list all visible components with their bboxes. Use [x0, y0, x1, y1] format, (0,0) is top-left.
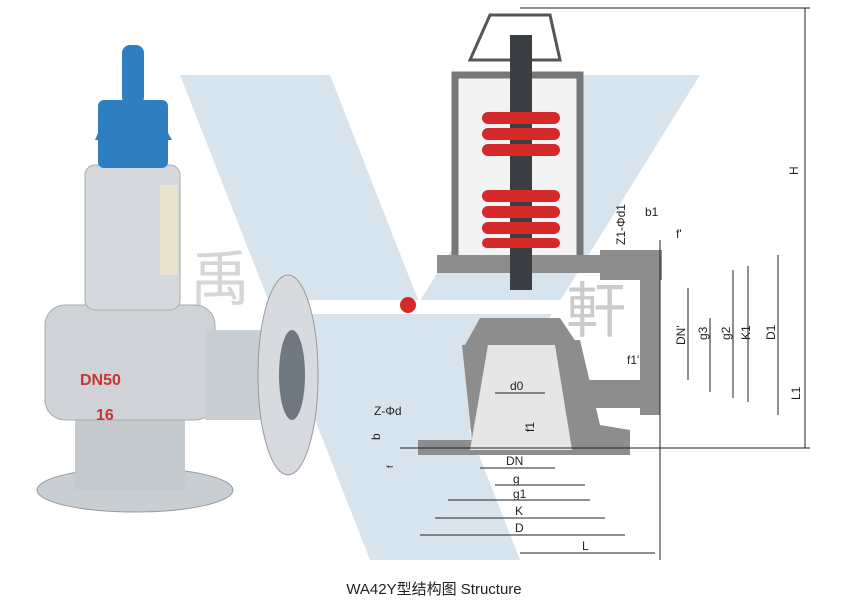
dim-Z1-d1: Z1-Φd1 [614, 204, 628, 245]
dim-DN-prime: DN' [674, 325, 688, 345]
dim-f1: f1 [523, 422, 537, 432]
nameplate [160, 185, 178, 275]
dim-g2: g2 [719, 326, 733, 340]
dim-g: g [513, 472, 520, 486]
dim-DN: DN [506, 454, 523, 468]
lead-seal [400, 297, 416, 313]
dim-b1: b1 [645, 205, 659, 219]
dim-D: D [515, 521, 524, 535]
figure-caption: WA42Y型结构图 Structure [346, 581, 522, 598]
spring [482, 112, 560, 248]
dim-K1: K1 [739, 325, 753, 340]
dim-D1: D1 [764, 324, 778, 340]
dim-f1-prime: f1' [627, 353, 639, 367]
watermark-right-char: 軒 [566, 278, 626, 345]
valve-stem [510, 35, 532, 290]
dim-f-prime: f' [676, 227, 682, 241]
watermark-left-char: 禹 [190, 246, 250, 313]
dimension-lines [400, 7, 810, 560]
dim-g1: g1 [513, 487, 527, 501]
dim-L: L [582, 539, 589, 553]
dim-d0: d0 [510, 379, 524, 393]
dim-K: K [515, 504, 523, 518]
dimension-labels: H b1 f' Z1-Φd1 DN' g3 g2 K1 D1 L1 f1' d0… [369, 166, 803, 553]
dim-Z-d: Z-Φd [374, 404, 402, 418]
marking-pressure: 16 [96, 407, 114, 424]
dim-f: f [385, 465, 395, 468]
product-photo: DN50 16 [36, 45, 319, 513]
marking-size: DN50 [80, 372, 121, 389]
dim-b: b [369, 433, 383, 440]
cross-section [400, 13, 662, 455]
dim-L1: L1 [789, 386, 803, 400]
dim-H: H [787, 166, 801, 175]
dim-g3: g3 [696, 326, 710, 340]
